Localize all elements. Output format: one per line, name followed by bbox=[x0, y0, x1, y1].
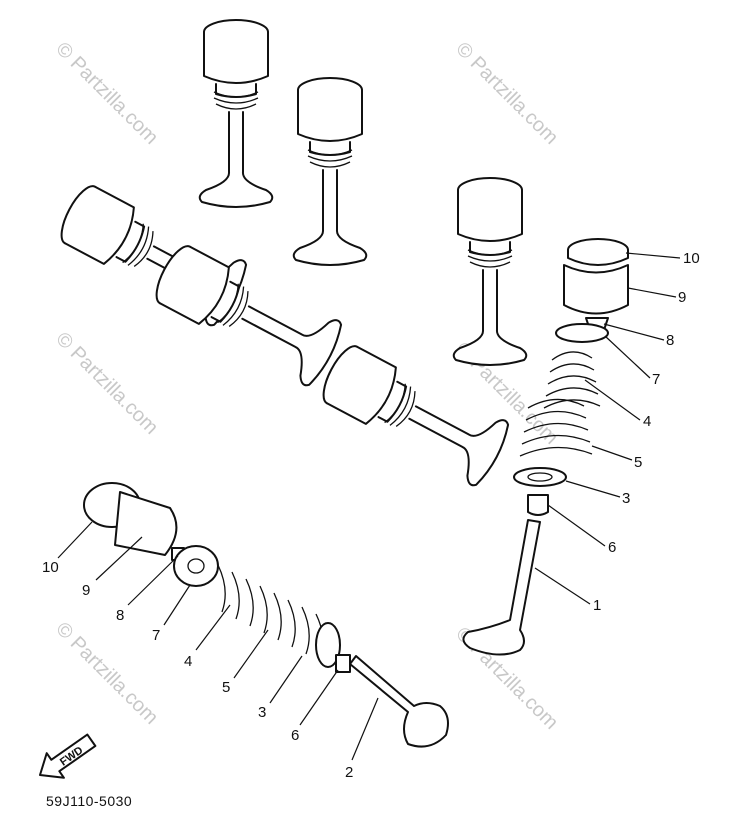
exploded-valve-left bbox=[83, 482, 449, 748]
fwd-arrow-icon: FWD bbox=[39, 733, 97, 779]
callout-left-8: 8 bbox=[116, 607, 124, 624]
callout-left-6: 6 bbox=[291, 727, 299, 744]
valve-assembly-top-left bbox=[198, 19, 274, 208]
callout-left-4: 4 bbox=[184, 653, 192, 670]
callout-right-5: 5 bbox=[634, 454, 642, 471]
watermark-3: © Partzilla.com bbox=[51, 328, 162, 439]
callout-right-9: 9 bbox=[678, 289, 686, 306]
callout-left-2: 2 bbox=[345, 764, 353, 781]
diagram-code: 59J110-5030 bbox=[46, 793, 132, 809]
callout-left-10: 10 bbox=[42, 559, 59, 576]
callout-right-8: 8 bbox=[666, 332, 674, 349]
callout-right-6: 6 bbox=[608, 539, 616, 556]
callout-left-9: 9 bbox=[82, 582, 90, 599]
callouts-right: 10 9 8 7 4 5 3 6 1 bbox=[534, 250, 700, 614]
callout-right-3: 3 bbox=[622, 490, 630, 507]
watermark-1: © Partzilla.com bbox=[51, 38, 162, 149]
watermark-5: © Partzilla.com bbox=[51, 618, 162, 729]
callout-right-4: 4 bbox=[643, 413, 651, 430]
callout-left-5: 5 bbox=[222, 679, 230, 696]
watermark-2: © Partzilla.com bbox=[451, 38, 562, 149]
callout-right-1: 1 bbox=[593, 597, 601, 614]
valve-assembly-top-right bbox=[452, 177, 528, 366]
callout-right-7: 7 bbox=[652, 371, 660, 388]
callouts-left: 10 9 8 7 4 5 3 6 2 bbox=[42, 521, 379, 781]
callout-right-10: 10 bbox=[683, 250, 700, 267]
valve-assembly-top-middle bbox=[292, 77, 368, 266]
callout-left-3: 3 bbox=[258, 704, 266, 721]
exploded-valve-right bbox=[462, 238, 629, 656]
callout-left-7: 7 bbox=[152, 627, 160, 644]
